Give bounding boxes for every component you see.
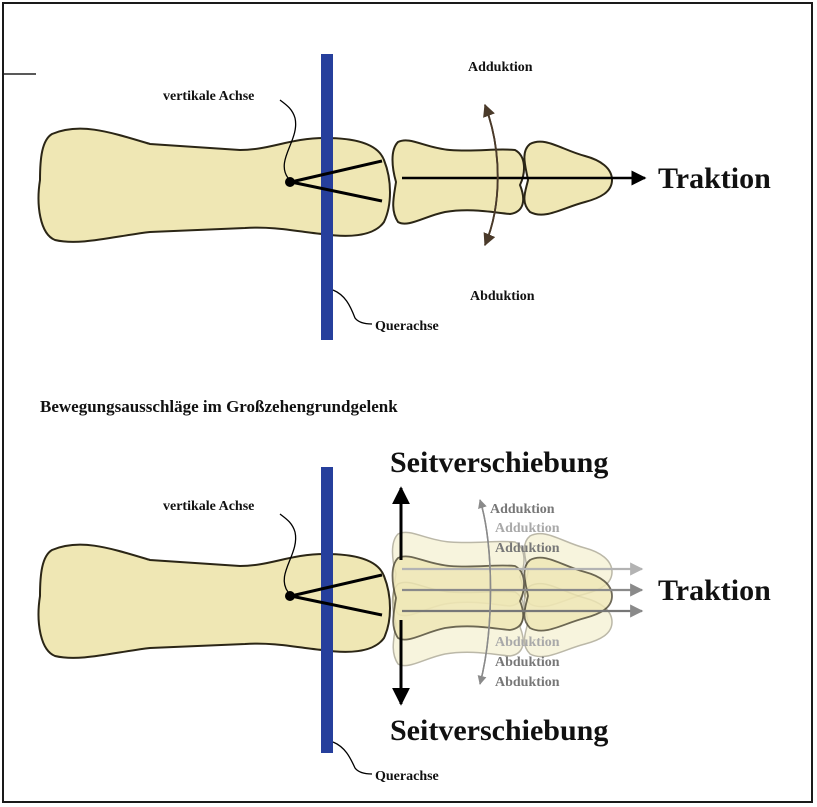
top-vertical-axis-label: vertikale Achse [163,89,254,104]
adduction-label-3: Adduktion [495,541,560,556]
abduction-label-2: Abduktion [495,655,560,670]
bottom-metatarsal-bone [39,545,390,658]
lateral-shift-top-label: Seitverschiebung [390,446,608,479]
top-abduction-label: Abduktion [470,289,535,304]
bottom-panel: vertikale Achse Querachse Seitverschiebu… [39,446,772,784]
abduction-label-1: Abduktion [495,635,560,650]
bottom-transverse-axis-bar [321,467,333,753]
bottom-transverse-axis-pointer [333,742,372,774]
bottom-vertical-axis-point [285,591,295,601]
transverse-axis-bar [321,54,333,340]
bottom-traction-label: Traktion [658,574,771,607]
top-panel: vertikale Achse Adduktion Abduktion Quer… [39,54,772,340]
vertical-axis-point [285,177,295,187]
top-adduction-label: Adduktion [468,60,533,75]
adduction-label-1: Adduktion [490,502,555,517]
abduction-label-3: Abduktion [495,675,560,690]
transverse-axis-pointer [333,290,372,324]
figure-caption: Bewegungsausschläge im Großzehengrundgel… [40,397,398,416]
top-traction-label: Traktion [658,162,771,195]
proximal-phalanx [393,140,525,223]
adduction-label-2: Adduktion [495,521,560,536]
bottom-transverse-axis-label: Querachse [375,769,439,784]
metatarsal-bone [39,129,390,242]
bottom-vertical-axis-label: vertikale Achse [163,499,254,514]
lateral-shift-bottom-label: Seitverschiebung [390,714,608,747]
top-transverse-axis-label: Querachse [375,319,439,334]
